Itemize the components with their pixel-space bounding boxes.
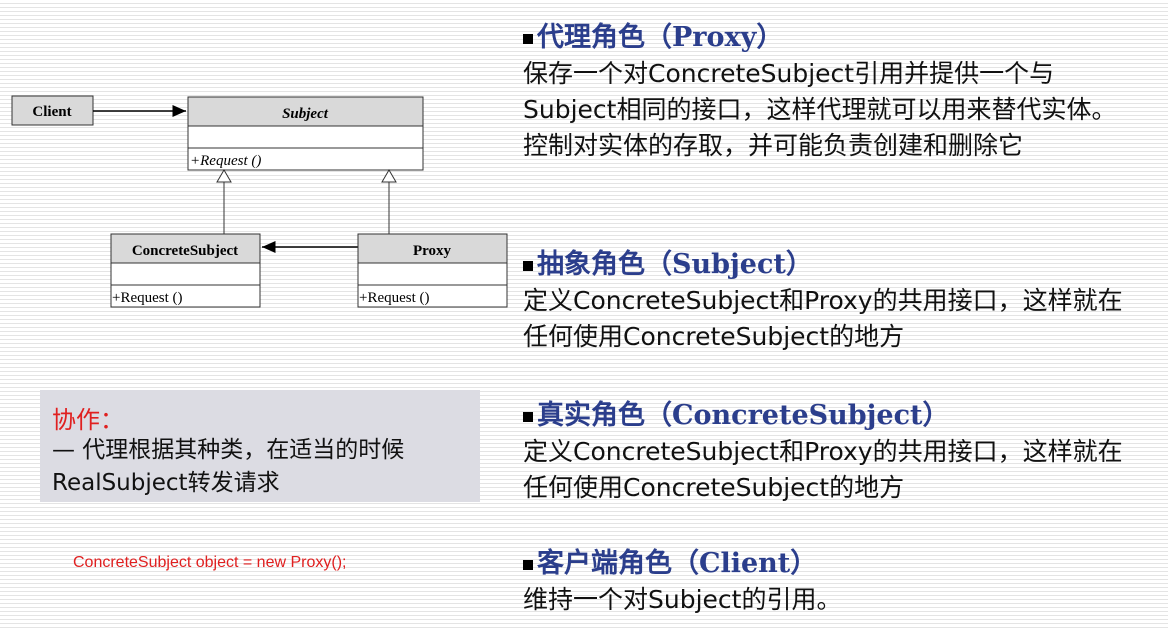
concrete-subject-class: ConcreteSubject +Request (): [110, 233, 261, 308]
section-body: 定义ConcreteSubject和Proxy的共用接口，这样就在任何使用Con…: [523, 286, 1123, 351]
client-class: Client: [11, 95, 94, 126]
section-body: 维持一个对Subject的引用。: [523, 585, 842, 614]
generalization-arrows: [216, 169, 397, 234]
section-body: 保存一个对ConcreteSubject引用并提供一个与Subject相同的接口…: [523, 59, 1117, 160]
subject-class: Subject +Request (): [187, 96, 424, 171]
section-client: 客户端角色（Client） 维持一个对Subject的引用。: [523, 546, 1163, 618]
proxy-class: Proxy +Request (): [357, 233, 508, 308]
collaboration-title: 协作：: [52, 406, 124, 434]
bullet-icon: [523, 260, 533, 271]
code-snippet: ConcreteSubject object = new Proxy();: [73, 554, 347, 571]
bullet-icon: [523, 559, 533, 570]
section-concrete-subject: 真实角色（ConcreteSubject） 定义ConcreteSubject和…: [523, 398, 1163, 506]
concrete-subject-method: +Request (): [112, 290, 183, 306]
section-heading: 抽象角色（Subject）: [537, 249, 813, 280]
subject-method: +Request (): [190, 153, 261, 169]
uml-class-diagram: Client Subject +Request () ConcreteSubje…: [11, 95, 508, 308]
bullet-icon: [523, 411, 533, 422]
proxy-label: Proxy: [413, 243, 452, 259]
concrete-subject-label: ConcreteSubject: [132, 243, 238, 259]
client-label: Client: [32, 104, 71, 120]
collaboration-box: 协作： — 代理根据其种类，在适当的时候 RealSubject转发请求: [40, 390, 480, 502]
section-subject: 抽象角色（Subject） 定义ConcreteSubject和Proxy的共用…: [523, 247, 1163, 355]
bullet-icon: [523, 33, 533, 44]
section-body: 定义ConcreteSubject和Proxy的共用接口，这样就在任何使用Con…: [523, 437, 1123, 502]
subject-label: Subject: [282, 106, 329, 122]
section-proxy: 代理角色（Proxy） 保存一个对ConcreteSubject引用并提供一个与…: [523, 20, 1163, 164]
proxy-method: +Request (): [359, 290, 430, 306]
section-heading: 客户端角色（Client）: [537, 548, 818, 579]
section-heading: 代理角色（Proxy）: [537, 22, 784, 53]
section-heading: 真实角色（ConcreteSubject）: [537, 400, 950, 431]
collaboration-text: — 代理根据其种类，在适当的时候 RealSubject转发请求: [52, 437, 405, 496]
